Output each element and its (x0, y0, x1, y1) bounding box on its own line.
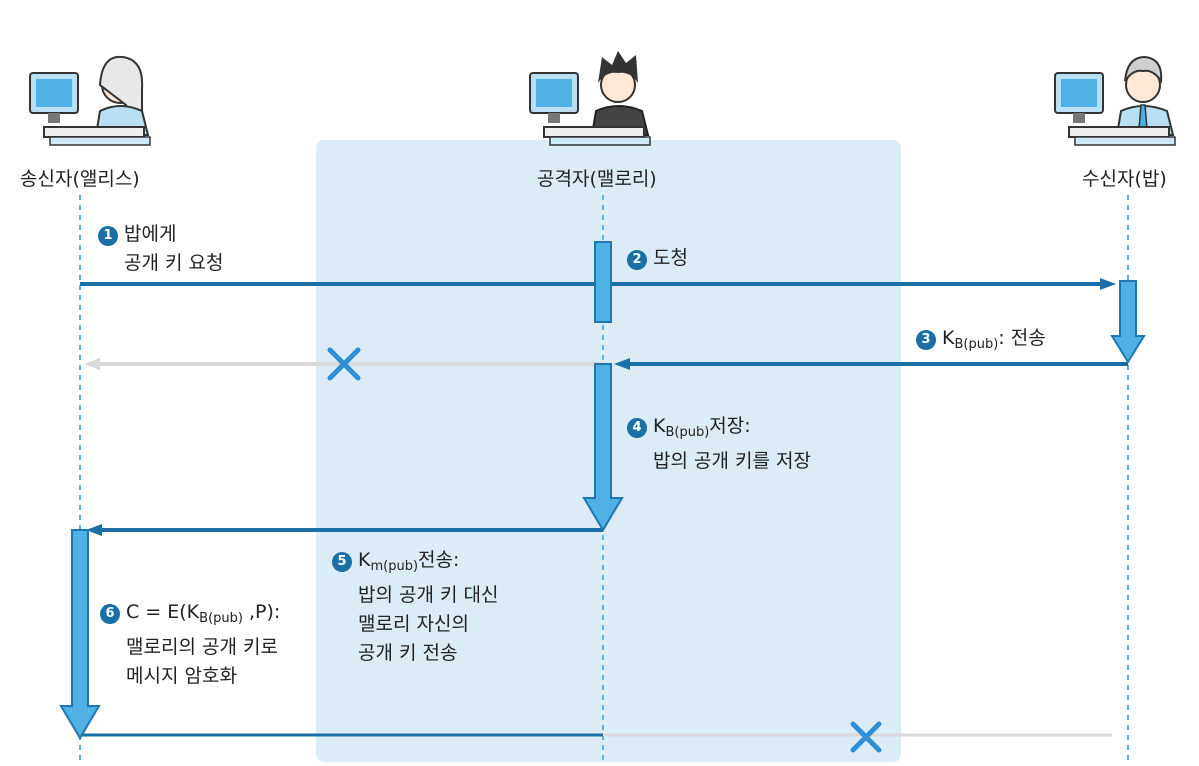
step6-line2: 맬로리의 공개 키로 (126, 636, 278, 658)
step2-note: 2 도청 (627, 244, 688, 273)
step6-number-badge: 6 (100, 604, 120, 624)
step6-pre: C = E(K (126, 601, 200, 623)
step5-line2: 밥의 공개 키 대신 (358, 584, 499, 606)
receiver-person-icon (1054, 55, 1176, 146)
step4-subscript: B(pub) (665, 425, 710, 440)
eavesdrop-activation-bar (594, 241, 612, 323)
step5-number-badge: 5 (332, 552, 352, 572)
alice-encrypt-arrow (59, 529, 101, 740)
step4-number-badge: 4 (627, 418, 647, 438)
key-send-arrowhead (614, 358, 630, 370)
step1-note: 1 밥에게 공개 키 요청 (98, 220, 223, 278)
step6-rest: ,P): (242, 601, 281, 623)
bottom-x-mark (850, 721, 882, 753)
sender-person-icon (29, 55, 151, 146)
step1-number-badge: 1 (98, 226, 118, 246)
step3-k: K (942, 327, 955, 349)
step5-subscript: m(pub) (370, 559, 419, 574)
step3-number-badge: 3 (916, 330, 936, 350)
step5-rest: 전송: (418, 549, 460, 571)
step5-k: K (358, 549, 371, 571)
step1-line1: 밥에게 (124, 223, 177, 245)
attacker-label: 공격자(맬로리) (537, 168, 657, 190)
step4-line2: 밥의 공개 키를 저장 (653, 450, 811, 472)
request-arrowhead (1100, 278, 1116, 290)
step1-line2: 공개 키 요청 (124, 252, 224, 274)
sender-label: 송신자(앨리스) (20, 168, 140, 190)
step4-rest: 저장: (709, 415, 751, 437)
step3-rest: : 전송 (998, 327, 1046, 349)
step3-subscript: B(pub) (954, 337, 999, 352)
fake-key-arrowhead (86, 524, 102, 536)
step6-line3: 메시지 암호화 (126, 665, 237, 687)
blocked-arrowhead (84, 358, 100, 370)
blocked-x-mark (327, 347, 361, 381)
step6-note: 6 C = E(KB(pub) ,P): 맬로리의 공개 키로 메시지 암호화 (100, 598, 280, 691)
step5-line4: 공개 키 전송 (358, 642, 458, 664)
step2-number-badge: 2 (627, 250, 647, 270)
mallory-store-arrow (582, 363, 624, 532)
attacker-person-icon (529, 51, 651, 146)
step2-text: 도청 (653, 247, 688, 269)
bob-process-arrow (1110, 280, 1146, 364)
step6-subscript: B(pub) (199, 611, 243, 626)
step4-k: K (653, 415, 666, 437)
receiver-label: 수신자(밥) (1082, 168, 1167, 190)
step5-line3: 맬로리 자신의 (358, 613, 469, 635)
